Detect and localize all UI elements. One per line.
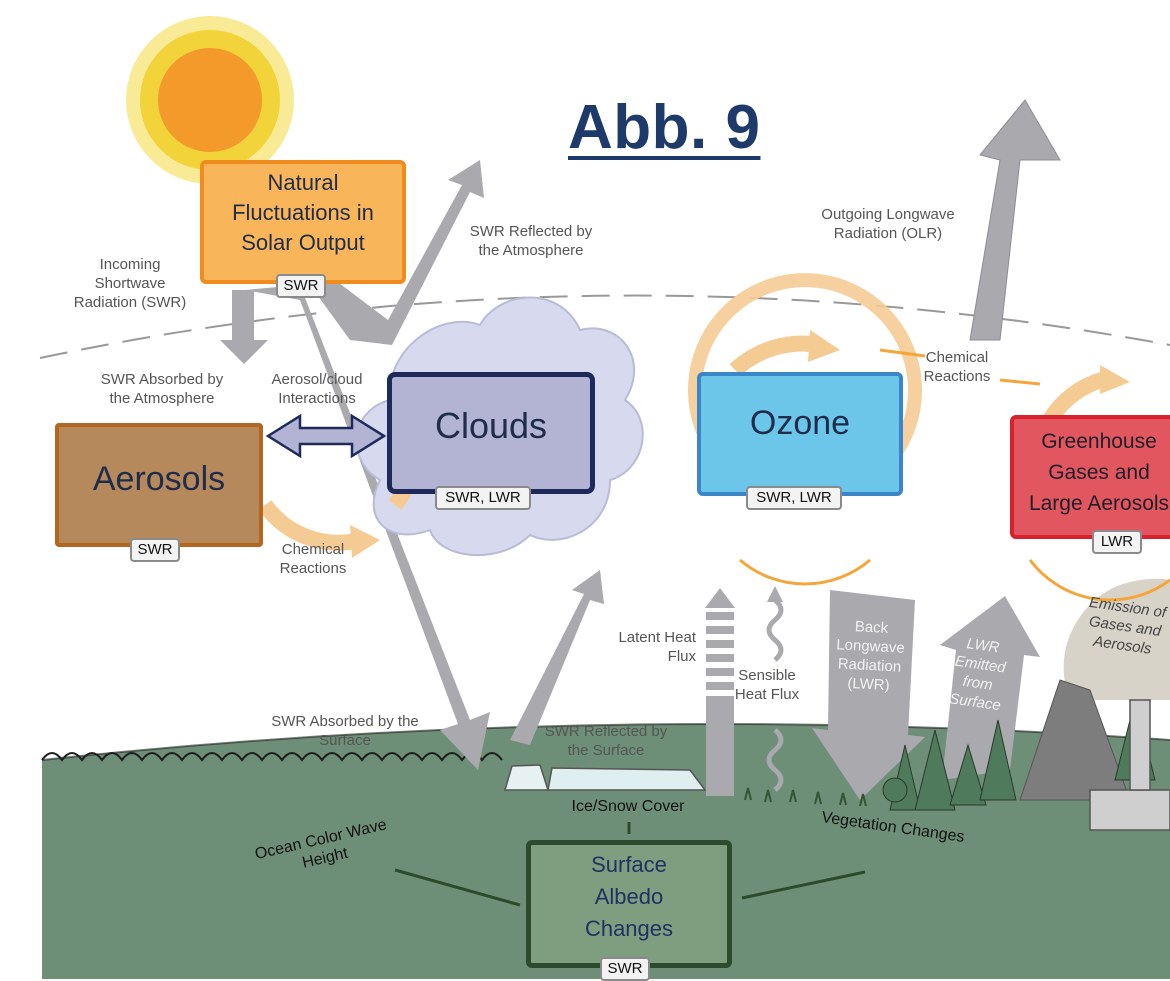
aerosols-box: Aerosols: [55, 423, 263, 547]
aerosol-cloud-label: Aerosol/cloud Interactions: [271, 371, 363, 407]
clouds-tag: SWR, LWR: [435, 486, 531, 510]
swr-absorbed-atmosphere-arrow: [220, 290, 268, 364]
swr-reflected-atmosphere-arrow: [310, 160, 484, 345]
chemical-reactions-right-label: Chemical Reactions: [923, 349, 991, 385]
clouds-label: Clouds: [434, 405, 548, 446]
swr-absorbed-atmosphere-label: SWR Absorbed by the Atmosphere: [100, 371, 224, 407]
lwr-emitted-arrow: [940, 596, 1040, 780]
swr-reflected-atmosphere-label: SWR Reflected by the Atmosphere: [469, 223, 593, 259]
solar-output-box: Natural Fluctuations in Solar Output: [200, 160, 406, 284]
sun-icon: [126, 16, 294, 184]
emission-plume: [1063, 578, 1170, 700]
lwr-emitted-label: LWR Emitted from Surface: [948, 635, 1007, 715]
ocean-waves: [41, 752, 503, 762]
back-lwr-arrow: [812, 590, 925, 800]
swr-absorbed-surface-label: SWR Absorbed by the Surface: [271, 713, 419, 749]
ice-snow-icon: [504, 764, 707, 791]
chemical-reactions-left-label: Chemical Reactions: [279, 541, 347, 577]
page-title: Abb. 9: [568, 93, 761, 162]
incoming-swr-label: Incoming Shortwave Radiation (SWR): [73, 256, 187, 311]
latent-heat-label: Latent Heat Flux: [618, 629, 696, 665]
albedo-label: Surface Albedo Changes: [584, 852, 674, 941]
solar-output-label: Natural Fluctuations in Solar Output: [232, 170, 374, 255]
ghg-box: Greenhouse Gases and Large Aerosols: [1010, 415, 1170, 539]
sensible-heat-arrow: [766, 598, 784, 792]
ghg-label: Greenhouse Gases and Large Aerosols: [1028, 429, 1170, 515]
ozone-box: Ozone: [697, 372, 903, 496]
ozone-tag: SWR, LWR: [746, 486, 842, 510]
swr-incoming-arrow: [245, 285, 490, 770]
aerosol-cloud-double-arrow: [265, 413, 387, 459]
ice-snow-label: Ice/Snow Cover: [571, 798, 685, 815]
sensible-heat-label: Sensible Heat Flux: [734, 667, 800, 703]
olr-label: Outgoing Longwave Radiation (OLR): [821, 206, 955, 242]
albedo-box: Surface Albedo Changes: [526, 840, 732, 968]
aerosols-tag: SWR: [130, 538, 180, 562]
aerosol-cycle-arrows: [258, 500, 362, 551]
ghg-tag: LWR: [1092, 530, 1142, 554]
solar-tag: SWR: [276, 274, 326, 298]
swr-reflected-surface-arrow: [510, 570, 604, 745]
grass-icon: [744, 787, 867, 807]
clouds-box: Clouds: [387, 372, 595, 494]
ozone-label: Ozone: [749, 403, 851, 442]
swr-reflected-surface-label: SWR Reflected by the Surface: [544, 723, 668, 759]
albedo-tag: SWR: [600, 957, 650, 981]
back-lwr-label: Back Longwave Radiation (LWR): [835, 618, 906, 695]
ozone-cycle-arrows: [688, 273, 922, 465]
factory-icon: [1089, 699, 1170, 831]
latent-heat-arrow: [705, 588, 735, 796]
aerosols-label: Aerosols: [92, 459, 226, 498]
olr-arrow: [969, 99, 1061, 341]
